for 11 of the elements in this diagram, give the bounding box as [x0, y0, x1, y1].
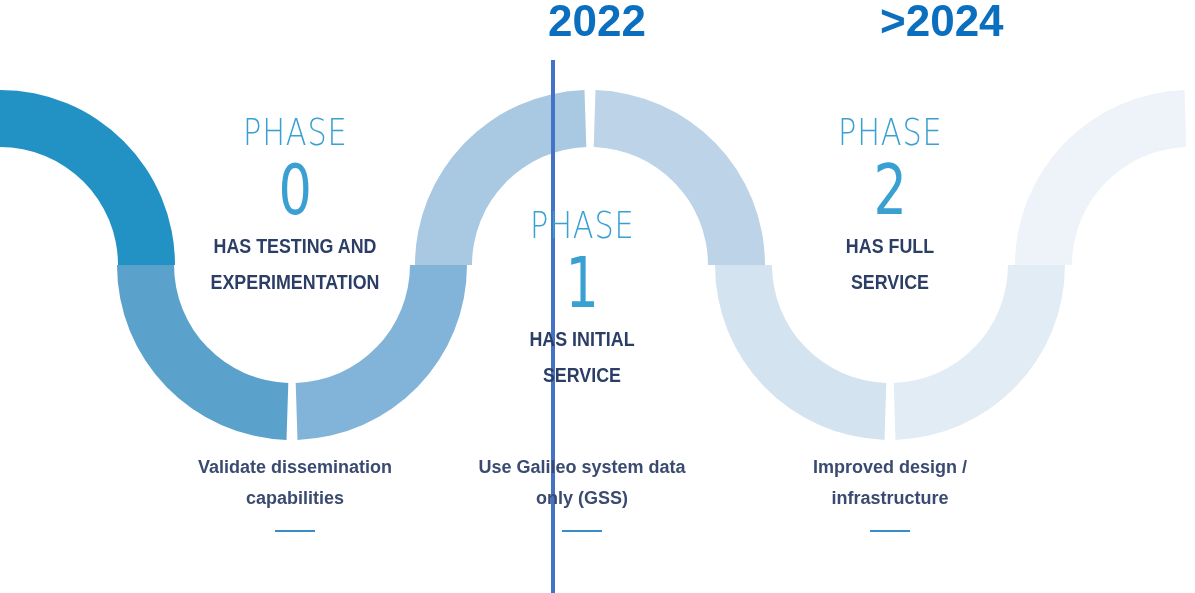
- phase-number: 2: [873, 152, 907, 228]
- phase-number: 1: [565, 245, 599, 321]
- year-label: >2024: [880, 0, 1004, 46]
- phase-title: HAS TESTING AND EXPERIMENTATION: [210, 233, 380, 295]
- phase-description: Validate dissemination capabilities: [196, 456, 394, 510]
- phase-label: PHASE: [242, 112, 348, 152]
- phase-label: PHASE: [837, 112, 943, 152]
- phase-description: Improved design / infrastructure: [812, 456, 968, 510]
- phase-number: 0: [278, 152, 312, 228]
- year-label: 2022: [548, 0, 646, 46]
- phase-title: HAS FULL SERVICE: [844, 233, 936, 295]
